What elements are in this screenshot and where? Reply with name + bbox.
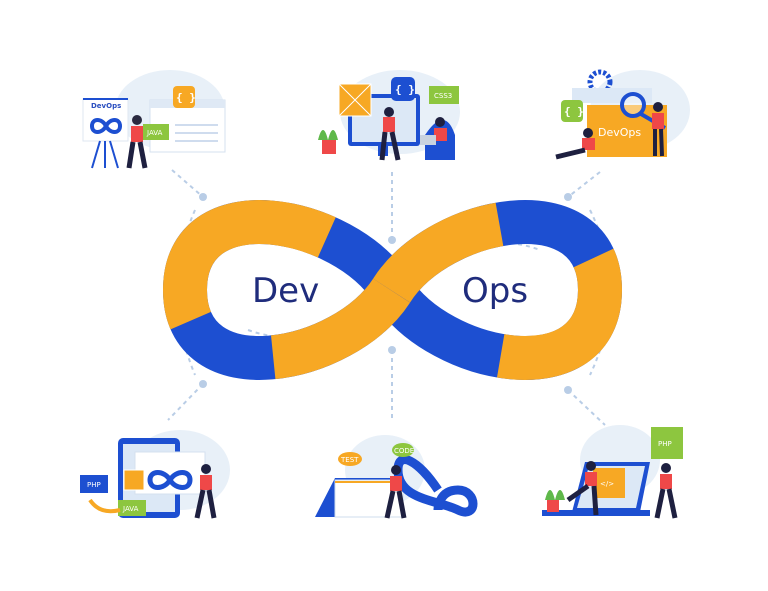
- magnifier-icon: [620, 92, 646, 118]
- svg-text:CODE: CODE: [394, 447, 414, 455]
- connector-dots: [199, 193, 572, 394]
- svg-text:{ }: { }: [564, 105, 584, 118]
- infinity-loop: [162, 200, 623, 380]
- svg-text:JAVA: JAVA: [122, 505, 139, 513]
- vignette-top-left: { } DevOps JAVA: [82, 70, 226, 169]
- ops-label: Ops: [462, 271, 528, 311]
- svg-text:PHP: PHP: [658, 440, 672, 448]
- svg-text:{ }: { }: [176, 91, 196, 104]
- svg-text:TEST: TEST: [340, 456, 359, 464]
- dev-label: Dev: [252, 271, 319, 311]
- vignette-top-center: { } CSS3: [318, 70, 460, 161]
- svg-text:{ }: { }: [395, 83, 415, 96]
- svg-text:</>: </>: [600, 480, 614, 488]
- svg-text:JAVA: JAVA: [146, 129, 163, 137]
- infinity-segment: [162, 200, 623, 380]
- folder-label: DevOps: [598, 126, 641, 139]
- vignette-bottom-left: PHP JAVA: [80, 430, 230, 519]
- svg-text:PHP: PHP: [87, 481, 101, 489]
- vignette-bottom-center: TEST CODE: [315, 435, 478, 519]
- vignette-bottom-right: </> PHP: [542, 425, 683, 519]
- vignette-top-right: DevOps { }: [555, 69, 690, 160]
- infinity-icon: [89, 118, 123, 134]
- code-icon: [173, 86, 195, 108]
- board-title: DevOps: [91, 102, 121, 110]
- svg-text:CSS3: CSS3: [434, 92, 452, 100]
